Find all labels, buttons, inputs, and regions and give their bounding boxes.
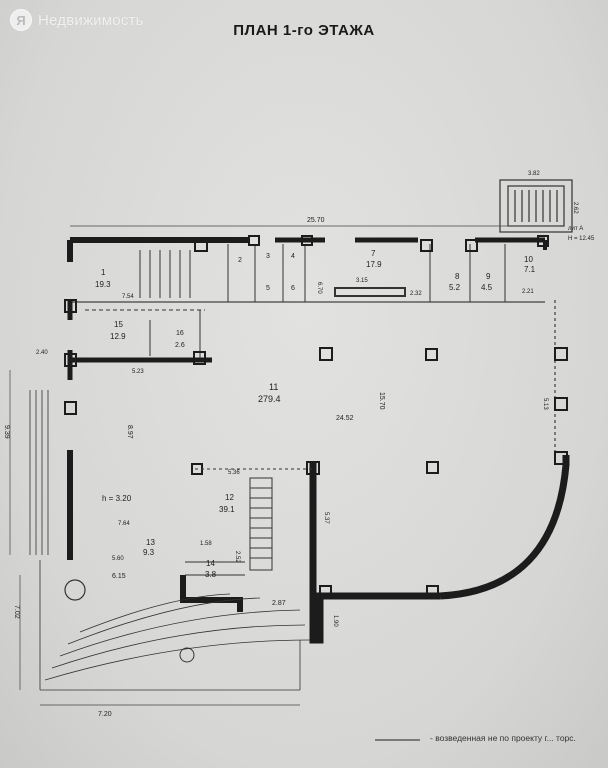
dim-left-bottom: 7.02 bbox=[13, 605, 20, 619]
dimension-lines bbox=[9, 225, 560, 741]
room-12-number: 12 bbox=[225, 493, 234, 502]
room-10-number: 10 bbox=[524, 255, 533, 264]
dim-left-upper: 8.97 bbox=[126, 425, 133, 439]
dim-5-60: 5.60 bbox=[112, 556, 124, 562]
room-16-area: 2.6 bbox=[175, 342, 185, 349]
watermark-logo-icon: Я bbox=[10, 9, 32, 31]
room-7-number: 7 bbox=[371, 249, 376, 258]
dim-2-87: 2.87 bbox=[272, 600, 286, 607]
dim-top-length: 25.70 bbox=[307, 217, 325, 224]
room-16-number: 16 bbox=[176, 330, 184, 337]
label-height-mark: Н = 12.45 bbox=[568, 236, 595, 242]
dim-1-58: 1.58 bbox=[200, 541, 212, 547]
dim-2-40: 2.40 bbox=[36, 350, 48, 356]
watermark-text: Недвижимость bbox=[38, 11, 144, 29]
room-7-area: 17.9 bbox=[366, 260, 382, 269]
dim-stair-side: 2.62 bbox=[572, 202, 578, 214]
dim-room-7-width: 3.15 bbox=[356, 278, 368, 284]
entrance-steps bbox=[29, 390, 311, 691]
walls bbox=[67, 237, 570, 644]
room-labels: 1 19.3 2 3 4 5 6 7 17.9 8 5.2 9 4.5 10 7… bbox=[95, 249, 536, 579]
room-12-area: 39.1 bbox=[219, 505, 235, 514]
label-lit-a: лит А bbox=[568, 226, 583, 232]
room-14-area: 3.8 bbox=[205, 570, 217, 579]
dim-hall-depth: 15.70 bbox=[378, 392, 385, 410]
room-6-number: 6 bbox=[291, 285, 295, 292]
exterior-stair bbox=[499, 179, 573, 233]
dim-left-total: 9.39 bbox=[3, 425, 10, 439]
room-10-area: 7.1 bbox=[524, 265, 536, 274]
room-8-area: 5.2 bbox=[449, 283, 461, 292]
room-3-number: 3 bbox=[266, 253, 270, 260]
plan-title: ПЛАН 1-го ЭТАЖА bbox=[233, 22, 375, 39]
dim-6-70: 6.70 bbox=[316, 282, 322, 294]
dim-5-13: 5.13 bbox=[542, 398, 548, 410]
room-8-number: 8 bbox=[455, 272, 460, 281]
dim-1-90: 1.90 bbox=[332, 615, 338, 627]
dim-room-10-width: 2.21 bbox=[522, 289, 534, 295]
dim-bottom-width: 7.20 bbox=[98, 711, 112, 718]
dim-6-15: 6.15 bbox=[112, 573, 126, 580]
columns bbox=[64, 235, 568, 598]
room-1-number: 1 bbox=[101, 268, 106, 277]
dim-5-37: 5.37 bbox=[323, 512, 329, 524]
watermark: Я Недвижимость bbox=[10, 8, 144, 32]
room-13-number: 13 bbox=[146, 538, 155, 547]
dim-2-52: 2.52 bbox=[234, 551, 240, 563]
label-ceiling-height: h = 3.20 bbox=[102, 494, 132, 503]
dim-5-23: 5.23 bbox=[132, 369, 144, 375]
room-1-area: 19.3 bbox=[95, 280, 111, 289]
dim-room-8-width: 2.32 bbox=[410, 291, 422, 297]
room-13-area: 9.3 bbox=[143, 548, 155, 557]
dim-5-36: 5.36 bbox=[228, 470, 240, 476]
room-15-number: 15 bbox=[114, 320, 123, 329]
dim-room-1-width: 7.54 bbox=[122, 294, 134, 300]
room-11-number: 11 bbox=[269, 382, 278, 392]
dim-hall-width: 24.52 bbox=[336, 415, 354, 422]
interior-stair bbox=[185, 468, 315, 576]
top-rooms-partitions bbox=[85, 244, 506, 358]
dimension-labels: 25.70 3.82 2.62 лит А Н = 12.45 24.52 15… bbox=[3, 171, 595, 718]
room-14-number: 14 bbox=[206, 559, 215, 568]
room-9-number: 9 bbox=[486, 272, 491, 281]
room-4-number: 4 bbox=[291, 253, 295, 260]
dim-7-64: 7.64 bbox=[118, 521, 130, 527]
dim-stair-top: 3.82 bbox=[528, 171, 540, 177]
room-11-area: 279.4 bbox=[258, 394, 281, 404]
room-9-area: 4.5 bbox=[481, 283, 493, 292]
room-2-number: 2 bbox=[238, 257, 242, 264]
legend-text: - возведенная не по проекту г... торс. bbox=[430, 733, 576, 743]
room-15-area: 12.9 bbox=[110, 332, 126, 341]
room-5-number: 5 bbox=[266, 285, 270, 292]
